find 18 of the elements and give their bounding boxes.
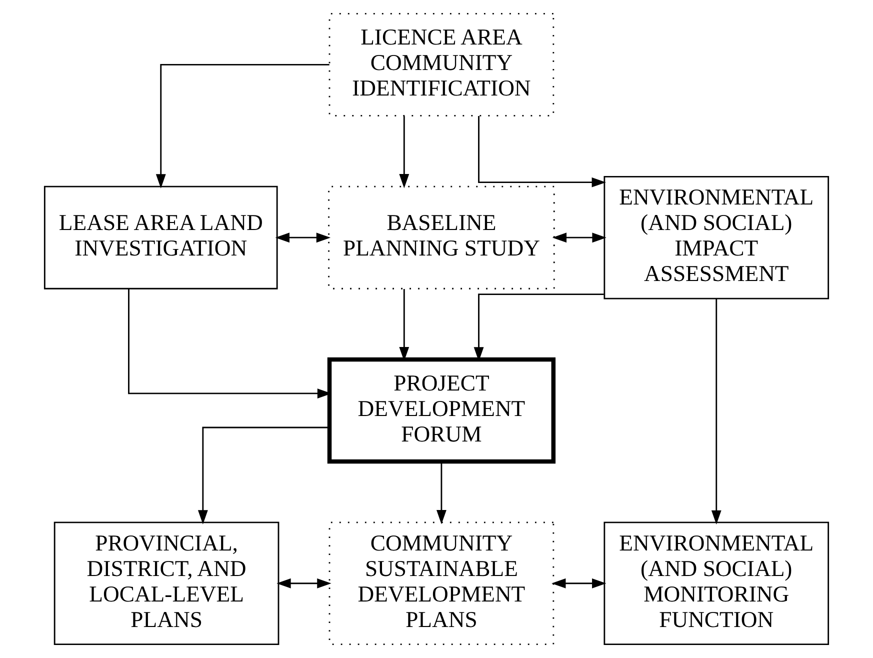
node-box: ENVIRONMENTAL (AND SOCIAL) IMPACT ASSESSMENT xyxy=(604,176,830,300)
arrow xyxy=(198,426,330,524)
node-box: PROVINCIAL, DISTRICT, AND LOCAL-LEVEL PLANS xyxy=(54,522,280,646)
node-box: LICENCE AREA COMMUNITY IDENTIFICATION xyxy=(328,12,554,116)
arrow xyxy=(276,578,332,588)
arrow xyxy=(552,232,606,243)
arrow xyxy=(478,116,606,188)
node-box: LEASE AREA LAND INVESTIGATION xyxy=(44,186,278,290)
node-box: COMMUNITY SUSTAINABLE DEVELOPMENT PLANS xyxy=(328,522,554,646)
arrow xyxy=(711,298,722,525)
arrow xyxy=(275,232,331,243)
arrow xyxy=(156,64,330,188)
node-box: ENVIRONMENTAL (AND SOCIAL) MONITORING FUNCTION xyxy=(604,522,830,646)
node-box: PROJECT DEVELOPMENT FORUM xyxy=(327,357,556,464)
arrow xyxy=(552,578,606,588)
arrow xyxy=(399,116,410,188)
node-box: BASELINE PLANNING STUDY xyxy=(328,186,555,290)
arrow xyxy=(436,462,446,524)
